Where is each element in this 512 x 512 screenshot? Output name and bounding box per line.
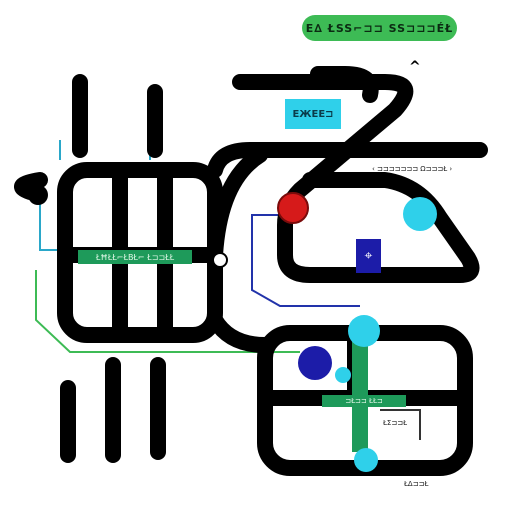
left-band-label: ŁĦŁŁ⌐ŁBŁ⌐ Ł⊐⊐ŁŁ: [78, 250, 192, 264]
green-connector-left: [35, 270, 300, 353]
route-caption: ‹ ⊐⊐⊐⊐⊐⊐⊐ Ω⊐⊐⊐Ł ›: [372, 165, 453, 173]
cyan-station-icon[interactable]: [403, 197, 437, 231]
small-caption: ŁΣ⊐⊐Ł: [383, 419, 408, 427]
cyan-label-box: EЖEE⊐: [285, 99, 341, 129]
stations: [28, 185, 437, 472]
navy-label-box: ⌖: [356, 239, 381, 273]
right-band-label: ⊐Ł⊐⊐ ŁŁ⊐: [322, 395, 406, 407]
cyan-station-icon-lower[interactable]: [348, 315, 380, 347]
track-arc-left: [14, 142, 488, 200]
black-junction-icon: [28, 185, 48, 205]
white-junction-icon: [212, 252, 228, 268]
dark-connector: [380, 409, 421, 440]
title-pill: E∆ ŁSS⌐⊐⊐ SS⊐⊐⊐ÉŁ: [302, 15, 457, 41]
blue-connector: [251, 214, 360, 307]
track-link-mid: [207, 312, 273, 353]
cyan-station-icon-small[interactable]: [335, 367, 351, 383]
red-station-icon[interactable]: [277, 192, 309, 224]
track-curve-mid: [207, 147, 268, 263]
corner-caption: ŁΔ⊐⊐Ł: [404, 480, 429, 488]
cyan-station-icon-bottom[interactable]: [354, 448, 378, 472]
track-top-bar: [310, 66, 379, 103]
arrow-up-icon: ^: [409, 59, 421, 75]
navy-station-icon[interactable]: [298, 346, 332, 380]
